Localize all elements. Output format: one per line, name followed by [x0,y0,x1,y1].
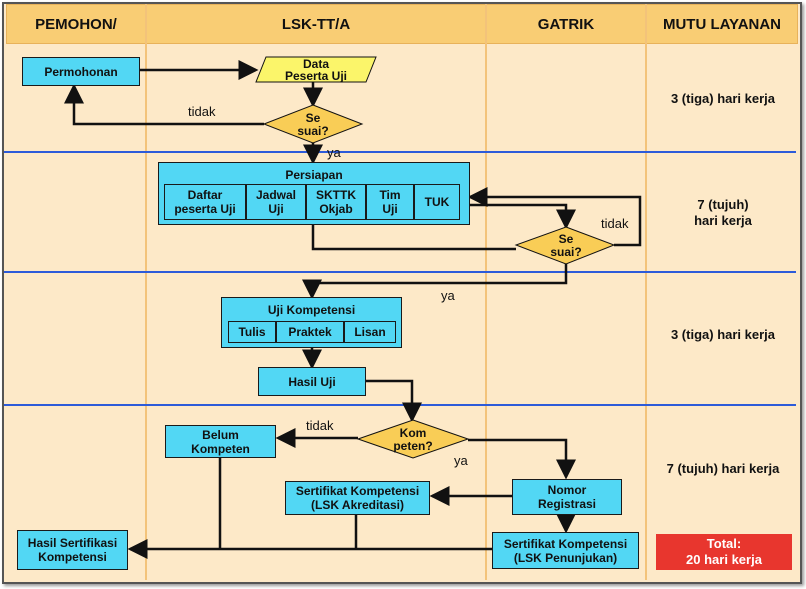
edge-sesuai2-ya [302,264,568,300]
decision-sesuai-2 [514,226,616,265]
node-sertifikat-akreditasi: Sertifikat Kompetensi (LSK Akreditasi) [285,481,430,515]
label-tidak-2: tidak [601,216,629,231]
persiapan-tuk-line1: TUK [424,195,450,209]
total-line2: 20 hari kerja [686,552,762,567]
persiapan-tuk: TUK [414,184,460,220]
node-penunjukan-line1: Sertifikat Kompetensi [503,536,628,551]
persiapan-skttk: SKTTK Okjab [306,184,366,220]
node-hasil-sertifikasi-line2: Kompetensi [38,550,107,564]
decision-kompeten [356,419,470,459]
header-gatrik: GATRIK [486,4,646,44]
uji-lisan: Lisan [344,321,396,343]
persiapan-daftar: Daftar peserta Uji [164,184,246,220]
edge-hasil-kompeten [366,379,422,423]
decision-sesuai-1-line2: suai? [297,124,328,138]
edge-sesuai-tidak [64,83,264,126]
node-hasil-uji-label: Hasil Uji [288,374,336,389]
edge-loop-to-sesuai2 [470,203,576,230]
node-belum-line2: Kompeten [191,441,250,456]
header-pemohon: PEMOHON/ [6,4,146,44]
label-ya-1: ya [327,145,341,160]
mutu-row-2: 7 (tujuh) hari kerja [648,197,798,229]
uji-tulis-label: Tulis [238,325,266,339]
node-uji-kompetensi-label: Uji Kompetensi [267,303,356,317]
persiapan-tim: Tim Uji [366,184,414,220]
mutu-row-1: 3 (tiga) hari kerja [670,91,776,106]
node-permohonan-label: Permohonan [44,64,118,79]
persiapan-daftar-line1: Daftar [187,188,223,202]
node-nomor-line1: Nomor [547,483,587,497]
decision-kompeten-line1: Kom [400,426,427,440]
label-tidak-3: tidak [306,418,334,433]
label-ya-3: ya [454,453,468,468]
node-nomor-registrasi: Nomor Registrasi [512,479,622,515]
column-divider [485,4,487,580]
node-permohonan: Permohonan [22,57,140,86]
node-akreditasi-line2: (LSK Akreditasi) [311,498,404,512]
column-divider [145,4,147,580]
node-hasil-sertifikasi-line1: Hasil Sertifikasi [27,536,118,550]
persiapan-jadwal-line1: Jadwal [255,188,297,202]
uji-praktek: Praktek [276,321,344,343]
header-mutu: MUTU LAYANAN [646,4,798,44]
persiapan-skttk-line1: SKTTK [316,188,356,202]
mutu-row-4: 7 (tujuh) hari kerja [666,461,780,476]
node-hasil-sertifikasi: Hasil Sertifikasi Kompetensi [17,530,128,570]
persiapan-skttk-line2: Okjab [319,202,353,216]
column-divider [645,4,647,580]
mutu-row-3: 3 (tiga) hari kerja [670,327,776,342]
persiapan-jadwal-line2: Uji [268,202,284,216]
persiapan-tim-line2: Uji [382,202,398,216]
row-divider [4,151,796,153]
total-badge: Total: 20 hari kerja [656,534,792,570]
label-tidak-1: tidak [188,104,216,119]
node-penunjukan-line2: (LSK Penunjukan) [513,550,618,565]
total-line1: Total: [706,536,742,551]
node-belum-kompeten: Belum Kompeten [165,425,276,458]
node-akreditasi-line1: Sertifikat Kompetensi [295,484,420,498]
decision-sesuai-1-line1: Se [306,111,321,125]
node-sertifikat-penunjukan: Sertifikat Kompetensi (LSK Penunjukan) [492,532,639,569]
node-persiapan-label: Persiapan [285,168,343,182]
node-belum-line1: Belum [202,427,239,442]
data-peserta-shape [255,56,377,83]
node-nomor-line2: Registrasi [537,497,597,511]
data-peserta-line2: Peserta Uji [285,69,347,83]
mutu-row-2-line1: 7 (tujuh) [697,197,749,212]
decision-sesuai-1 [262,104,364,144]
edge-persiapan-sesuai2 [311,225,516,251]
edge-kompeten-ya [468,438,576,480]
decision-kompeten-line2: peten? [393,439,432,453]
row-divider [4,404,796,406]
node-hasil-uji: Hasil Uji [258,367,366,396]
uji-lisan-label: Lisan [354,325,386,339]
mutu-row-2-line2: hari kerja [694,213,752,228]
decision-sesuai-2-line1: Se [559,232,574,246]
persiapan-daftar-line2: peserta Uji [174,202,236,216]
decision-sesuai-2-line2: suai? [550,245,581,259]
persiapan-jadwal: Jadwal Uji [246,184,306,220]
uji-tulis: Tulis [228,321,276,343]
edge-sesuai2-tidak [467,187,642,247]
data-peserta-line1: Data [303,57,329,71]
uji-praktek-label: Praktek [288,325,332,339]
persiapan-tim-line1: Tim [379,188,401,202]
label-ya-2: ya [441,288,455,303]
row-divider [4,271,796,273]
